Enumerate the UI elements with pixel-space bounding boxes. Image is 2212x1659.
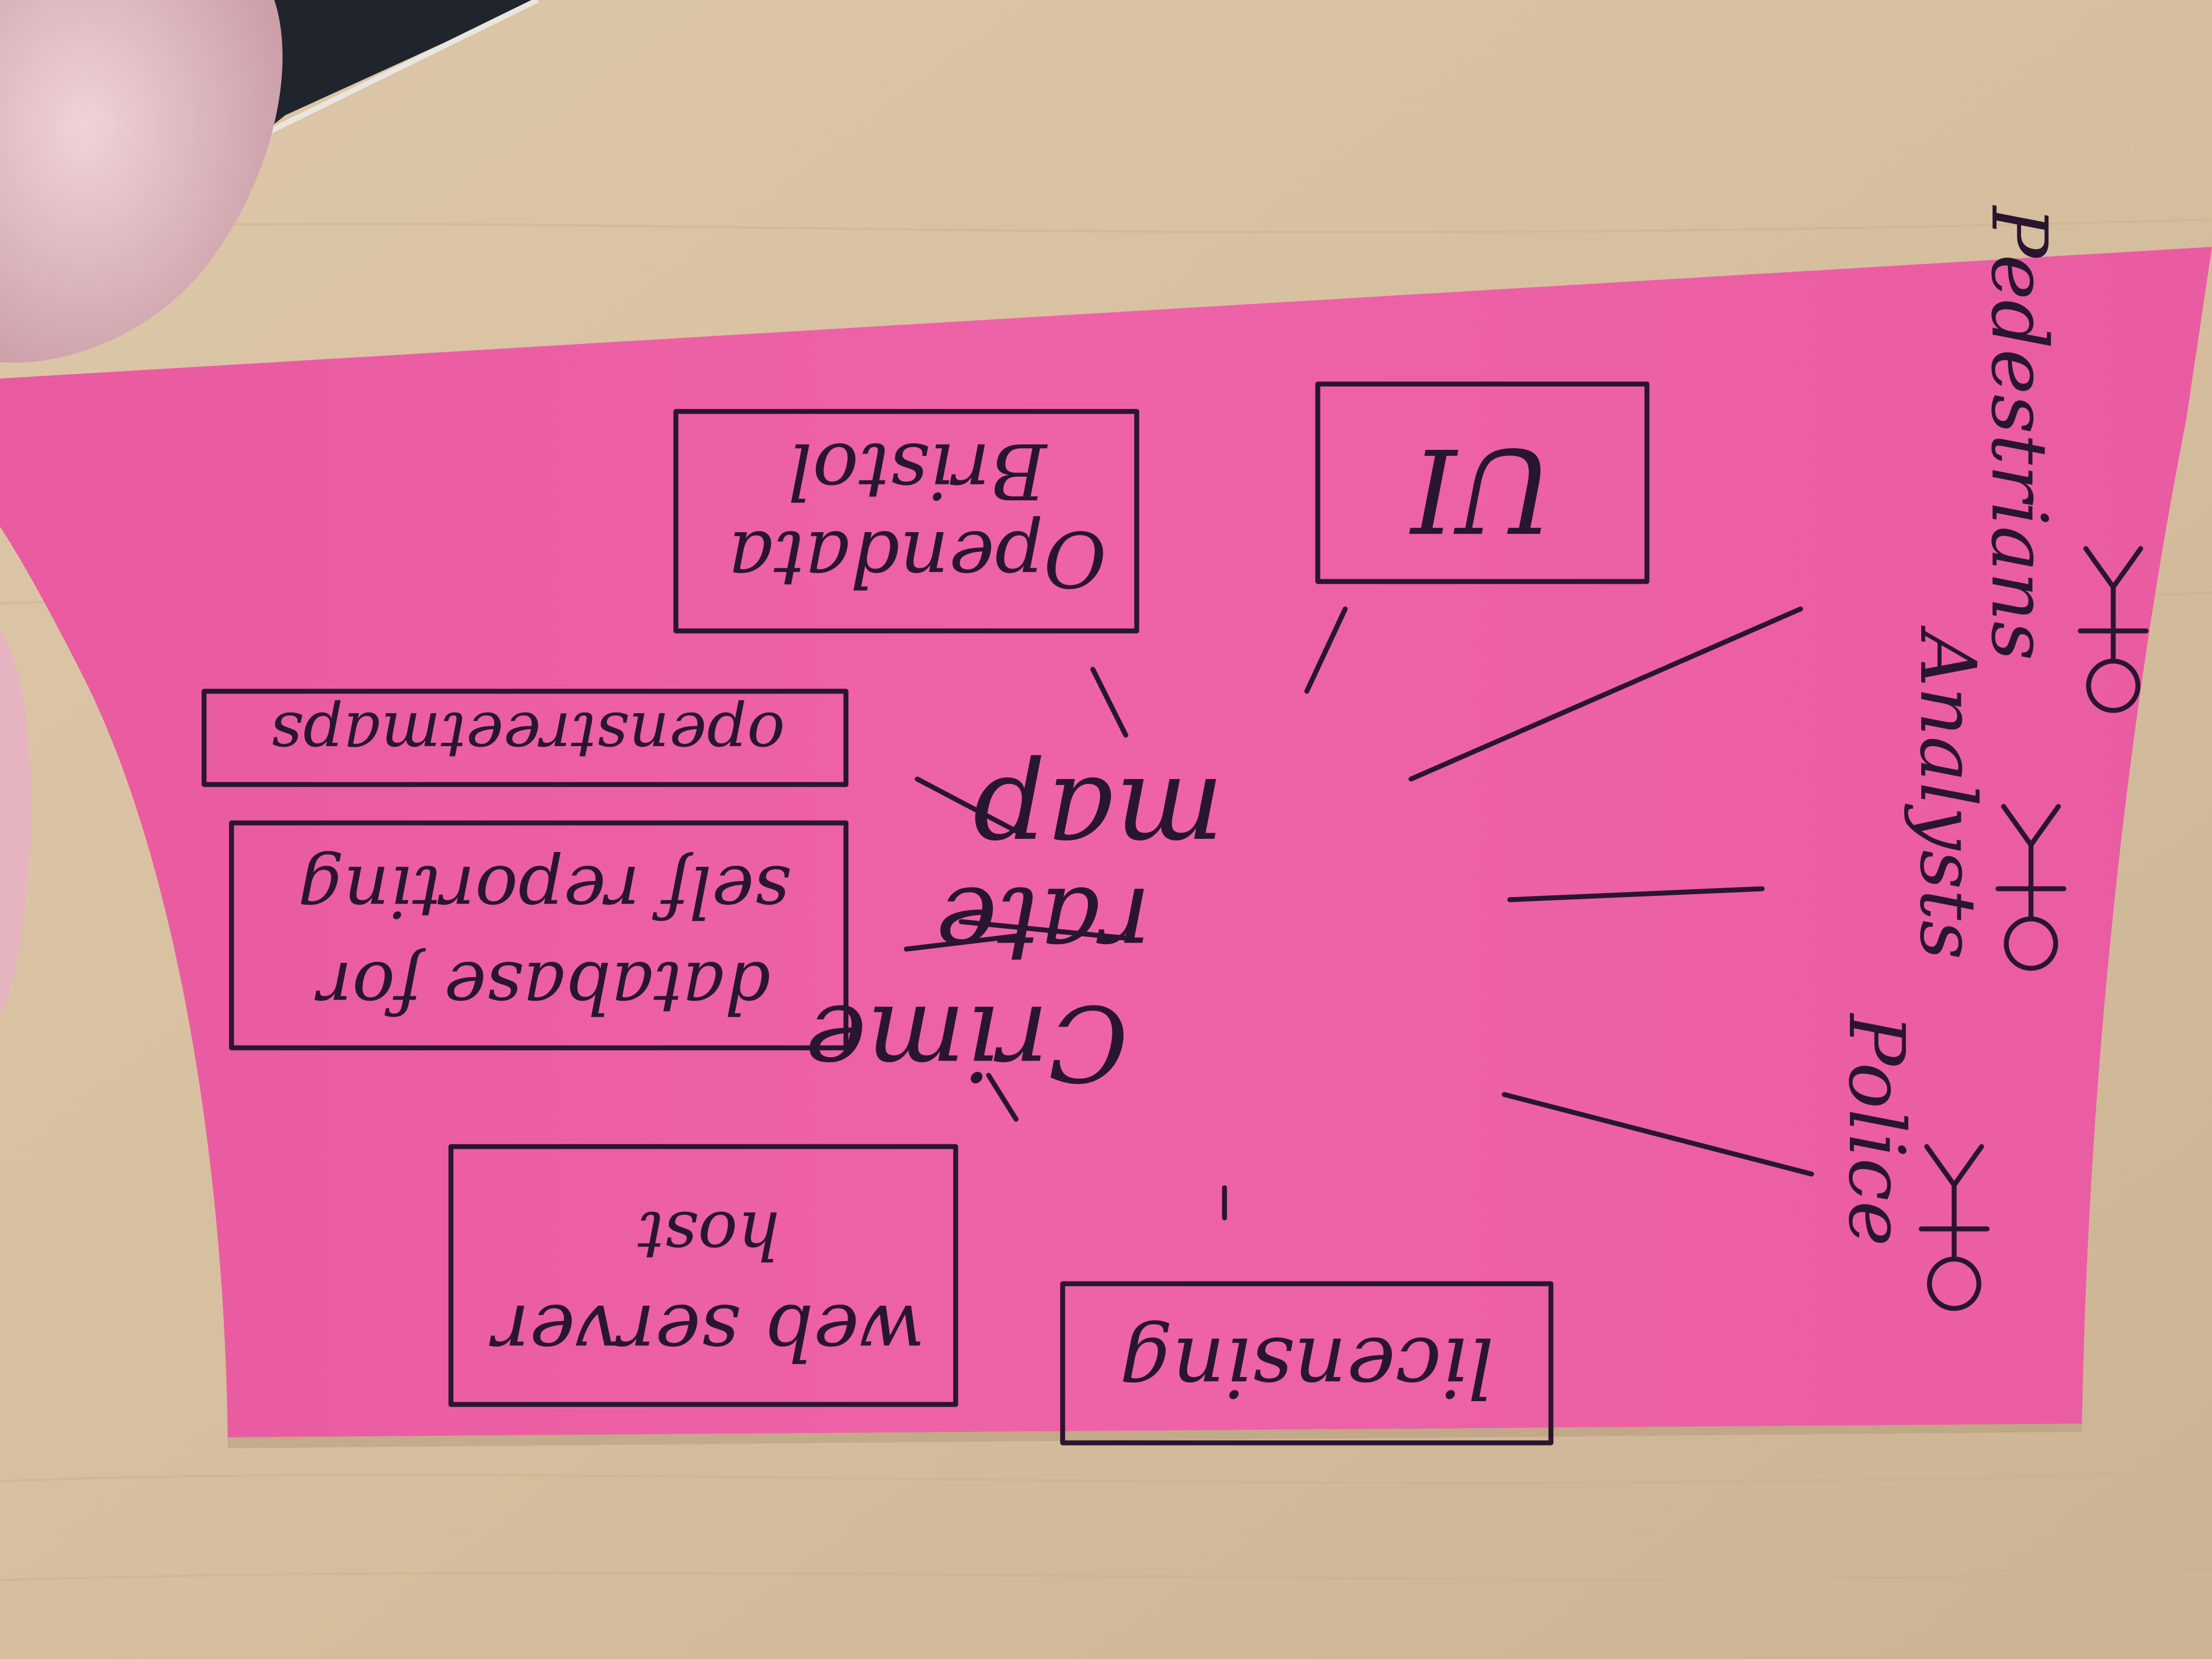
box-database-line2: self reporting xyxy=(298,850,791,933)
box-web-server: web server host xyxy=(448,1144,958,1407)
actor-pedestrians: Pedestrians xyxy=(1974,205,2149,713)
connector-database xyxy=(904,933,1024,952)
box-osm: openstreetmaps xyxy=(201,689,849,787)
center-line-crime: Crime xyxy=(805,982,1128,1103)
box-database: database for self reporting xyxy=(229,820,849,1051)
mind-map: Crime rate map licensing web server ho xyxy=(201,205,2149,1446)
connector-ui xyxy=(1304,606,1348,694)
box-licensing-label: licensing xyxy=(1120,1319,1494,1414)
box-licensing: licensing xyxy=(1060,1281,1554,1446)
note-shadow xyxy=(228,1424,2082,1448)
rate-underline xyxy=(958,919,1128,941)
sticky-note xyxy=(0,247,2212,1437)
box-opendata: Opendata Bristol xyxy=(673,409,1139,634)
actor-police-label: Police xyxy=(1831,1012,1921,1246)
actor-analysts-label: Analysts xyxy=(1903,625,1992,960)
box-opendata-line2: Bristol xyxy=(788,426,1048,515)
connector-analysts xyxy=(1507,886,1765,902)
box-web-server-line1: web server xyxy=(489,1287,924,1376)
connectors xyxy=(904,606,1814,1221)
connector-pedestrians xyxy=(1408,606,1803,782)
actor-police: Police xyxy=(1831,1012,1990,1311)
finger-lower xyxy=(0,631,31,1015)
actor-pedestrians-label: Pedestrians xyxy=(1974,205,2063,661)
connector-osm xyxy=(915,776,1024,837)
center-line-map: map xyxy=(973,752,1224,886)
center-topic: Crime rate map xyxy=(805,752,1224,1103)
laptop-edge xyxy=(230,0,538,137)
connector-police xyxy=(1502,1092,1814,1177)
box-ui-label: UI xyxy=(1409,422,1554,557)
box-osm-label: openstreetmaps xyxy=(270,698,785,771)
box-ui: UI xyxy=(1315,381,1650,584)
finger xyxy=(0,0,283,363)
actor-analysts: Analysts xyxy=(1903,625,2067,971)
connector-web-server xyxy=(986,1073,1019,1122)
box-web-server-line2: host xyxy=(637,1197,780,1273)
box-database-line1: database for xyxy=(314,946,771,1029)
laptop-edge-highlight xyxy=(256,0,539,140)
box-opendata-line1: Opendata xyxy=(728,514,1107,603)
connector-opendata xyxy=(1090,667,1128,738)
